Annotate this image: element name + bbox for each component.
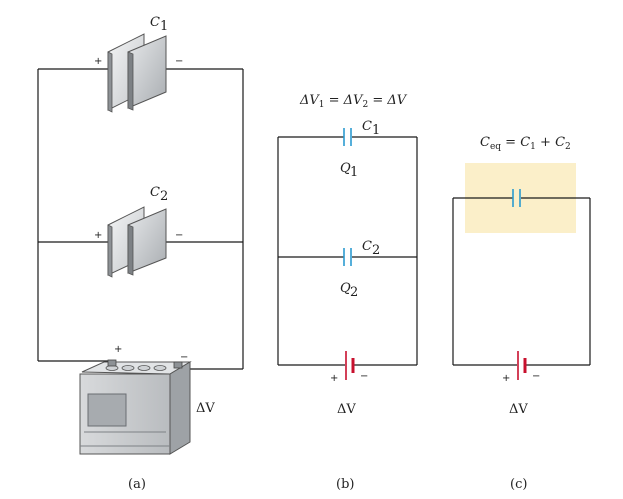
panel-a-caption: (a) <box>128 477 146 492</box>
capacitor-c1 <box>107 33 167 113</box>
ceq-c: C <box>480 135 490 150</box>
battery-terminal-negative <box>173 361 183 369</box>
c1-minus-sign: − <box>175 56 183 67</box>
c1-back-plate-edge <box>107 51 113 113</box>
ceq-sub: eq <box>490 142 501 152</box>
b-q2-subscript: 2 <box>350 285 358 300</box>
b-c2-label: C <box>362 239 372 254</box>
battery-plus-sign: + <box>114 344 122 355</box>
ceq-c2-sub: 2 <box>565 142 571 152</box>
eq-dv2: = ΔV <box>325 93 365 108</box>
c-battery-minus: − <box>532 371 540 382</box>
b-q1-subscript: 1 <box>350 165 358 180</box>
panel-b: ΔV1 = ΔV2 = ΔV C 1 Q 1 C 2 Q 2 + − ΔV (b… <box>277 93 418 492</box>
battery-cap-3 <box>137 365 151 371</box>
panel-c-caption: (c) <box>510 477 527 492</box>
battery-terminal-positive <box>107 359 117 367</box>
c2-back-plate-edge <box>107 224 113 278</box>
b-c1-label: C <box>362 119 372 134</box>
b-q2-label: Q <box>340 281 351 296</box>
panel-a-delta-v: ΔV <box>196 401 215 416</box>
ceq-c2: C <box>555 135 565 150</box>
ceq-c1: C <box>520 135 530 150</box>
c1-front-plate-edge <box>127 51 134 111</box>
battery-cap-4 <box>153 365 167 371</box>
panel-b-delta-v: ΔV <box>337 402 356 417</box>
eq-dv2-sub: 2 <box>362 100 368 110</box>
ceq-plus: + <box>536 135 555 150</box>
capacitor-c2 <box>107 206 167 278</box>
panel-c-delta-v: ΔV <box>509 402 528 417</box>
b-c1-subscript: 1 <box>372 123 380 138</box>
eq-dv1-sub: 1 <box>319 100 325 110</box>
battery-label-panel <box>87 393 127 427</box>
b-battery-plus: + <box>330 373 338 384</box>
b-battery-minus: − <box>360 371 368 382</box>
car-battery <box>79 359 192 455</box>
battery-cap-2 <box>121 365 135 371</box>
battery-minus-sign: − <box>180 352 188 363</box>
panel-b-caption: (b) <box>336 477 354 492</box>
eq-dv: = ΔV <box>368 93 408 108</box>
panel-a: C 1 + − C 2 + − + − <box>37 15 244 492</box>
panel-c: Ceq = C1 + C2 + − ΔV (c) <box>452 135 591 492</box>
b-q1-label: Q <box>340 161 351 176</box>
panel-b-equation: ΔV1 = ΔV2 = ΔV <box>299 93 408 110</box>
battery-side <box>169 361 191 455</box>
c2-minus-sign: − <box>175 230 183 241</box>
b-c2-subscript: 2 <box>372 243 380 258</box>
c1-plus-sign: + <box>94 56 102 67</box>
c2-plus-sign: + <box>94 230 102 241</box>
panel-c-equation: Ceq = C1 + C2 <box>480 135 571 152</box>
c2-label: C <box>150 185 160 200</box>
c-battery-plus: + <box>502 373 510 384</box>
ceq-c1-sub: 1 <box>530 142 536 152</box>
eq-dv1: ΔV <box>299 93 320 108</box>
c1-label: C <box>150 15 160 30</box>
ceq-equals: = <box>501 135 520 150</box>
c2-front-plate-edge <box>127 224 134 276</box>
c1-subscript: 1 <box>160 19 168 34</box>
c2-subscript: 2 <box>160 189 168 204</box>
